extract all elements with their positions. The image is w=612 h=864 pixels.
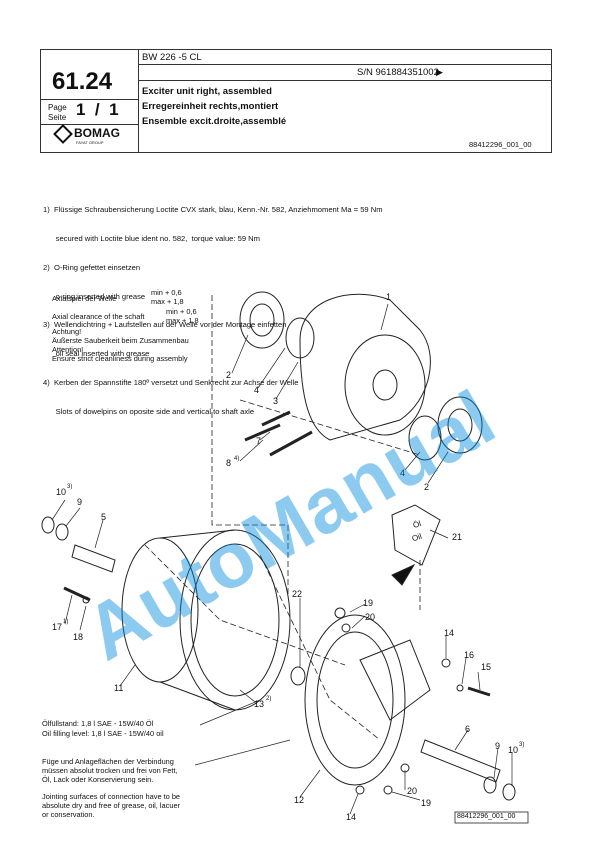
bearing-left — [239, 291, 285, 349]
callout-17: 17 — [52, 622, 63, 632]
serial-number: S/N 961884351002 — [357, 67, 439, 78]
housing-face — [344, 334, 426, 436]
callout-11: 11 — [114, 683, 124, 693]
ring-left — [285, 317, 315, 359]
callout-16: 16 — [464, 650, 475, 660]
callout-19b: 19 — [421, 798, 432, 808]
brand-name: BOMAG — [74, 126, 120, 140]
assembly-line — [144, 544, 346, 666]
note-line: oil seal inserted with grease — [43, 349, 150, 359]
callout-1: 1 — [386, 292, 392, 302]
note-line: 1) Flüssige Schraubensicherung Loctite C… — [43, 205, 383, 215]
callout-6: 6 — [465, 724, 471, 734]
exciter-housing — [299, 293, 431, 441]
callout-9b: 9 — [495, 741, 501, 751]
seite-label: Seite — [48, 113, 67, 122]
note-line: 2) O-Ring gefettet einsetzen — [43, 262, 141, 272]
callout-13: 13 — [254, 699, 265, 709]
page-label: Page — [48, 103, 67, 112]
note-line: secured with Loctite blue ident no. 582,… — [43, 233, 260, 243]
callout-5: 5 — [101, 512, 107, 522]
axial-min-2: min + 0,6 — [166, 307, 197, 316]
drawing-ref: 88412296_001_00 — [469, 140, 532, 149]
axial-min-1: min + 0,6 — [151, 288, 182, 297]
title-de: Erregereinheit rechts,montiert — [142, 101, 279, 112]
axial-en-label: Axial clearance of the schaft — [52, 312, 145, 321]
callout-2b: 2 — [424, 482, 430, 492]
callout-8-note: 4) — [234, 456, 240, 462]
assembly-line — [259, 554, 381, 741]
callout-9: 9 — [77, 497, 83, 507]
axial-max-2: max + 1,8 — [166, 316, 199, 325]
assembly-line — [239, 399, 421, 456]
oil-tag — [391, 504, 441, 566]
play-triangle-icon: ▶ — [436, 67, 443, 77]
ring-right — [408, 415, 442, 461]
callout-14: 14 — [444, 628, 455, 638]
group-number: 61.24 — [52, 68, 113, 95]
note-line: 4) Kerben der Spannstifte 180º versetzt … — [43, 377, 299, 387]
title-en: Exciter unit right, assembled — [142, 86, 272, 97]
joint-note: Füge und Anlageflächen der Verbindung mü… — [42, 757, 181, 819]
title-fr: Ensemble excit.droite,assemblé — [142, 116, 287, 127]
note-line: Slots of dowelpins on oposite side and v… — [43, 406, 255, 416]
note-line: o-ring inserted with grease — [43, 291, 146, 301]
callout-17-note: 1) — [63, 619, 69, 625]
callout-18: 18 — [73, 632, 84, 642]
callout-10b-note: 3) — [519, 742, 525, 748]
callout-20b: 20 — [407, 786, 418, 796]
callout-10: 10 — [56, 487, 67, 497]
header-table — [40, 49, 552, 153]
brand-sub: FAYAT GROUP — [76, 140, 104, 145]
callout-8: 8 — [226, 458, 232, 468]
oil-level-de: Ölfüllstand: 1,8 l SAE - 15W/40 Öl — [42, 719, 154, 728]
callout-21: 21 — [452, 532, 463, 542]
callout-2: 2 — [226, 370, 232, 380]
callout-10b: 10 — [508, 745, 519, 755]
oil-level-en: Oil filling level: 1,8 l SAE - 15W/40 oi… — [42, 729, 164, 738]
callout-19: 19 — [363, 598, 374, 608]
callout-4: 4 — [254, 385, 260, 395]
callout-22: 22 — [292, 589, 303, 599]
callout-13-note: 2) — [266, 696, 272, 702]
flange — [304, 614, 406, 786]
callout-12: 12 — [294, 795, 305, 805]
callout-3: 3 — [273, 396, 279, 406]
shaft-6 — [420, 739, 501, 783]
axial-max-1: max + 1,8 — [151, 297, 184, 306]
callout-14b: 14 — [346, 812, 357, 822]
attention-block: Achtung! Äußerste Sauberkeit beim Zusamm… — [52, 327, 189, 363]
footer-drawing-ref: 88412296_001_00 — [457, 813, 516, 820]
callout-4b: 4 — [400, 468, 406, 478]
page-value: 1 / 1 — [76, 100, 119, 119]
model-label: BW 226 -5 CL — [142, 52, 202, 63]
callout-7: 7 — [256, 436, 262, 446]
callout-15: 15 — [481, 662, 492, 672]
shaft-5 — [71, 544, 116, 573]
callout-20: 20 — [365, 612, 376, 622]
callout-10-note: 3) — [67, 484, 73, 490]
axial-de-label: Axialspiel der Welle — [52, 294, 117, 303]
